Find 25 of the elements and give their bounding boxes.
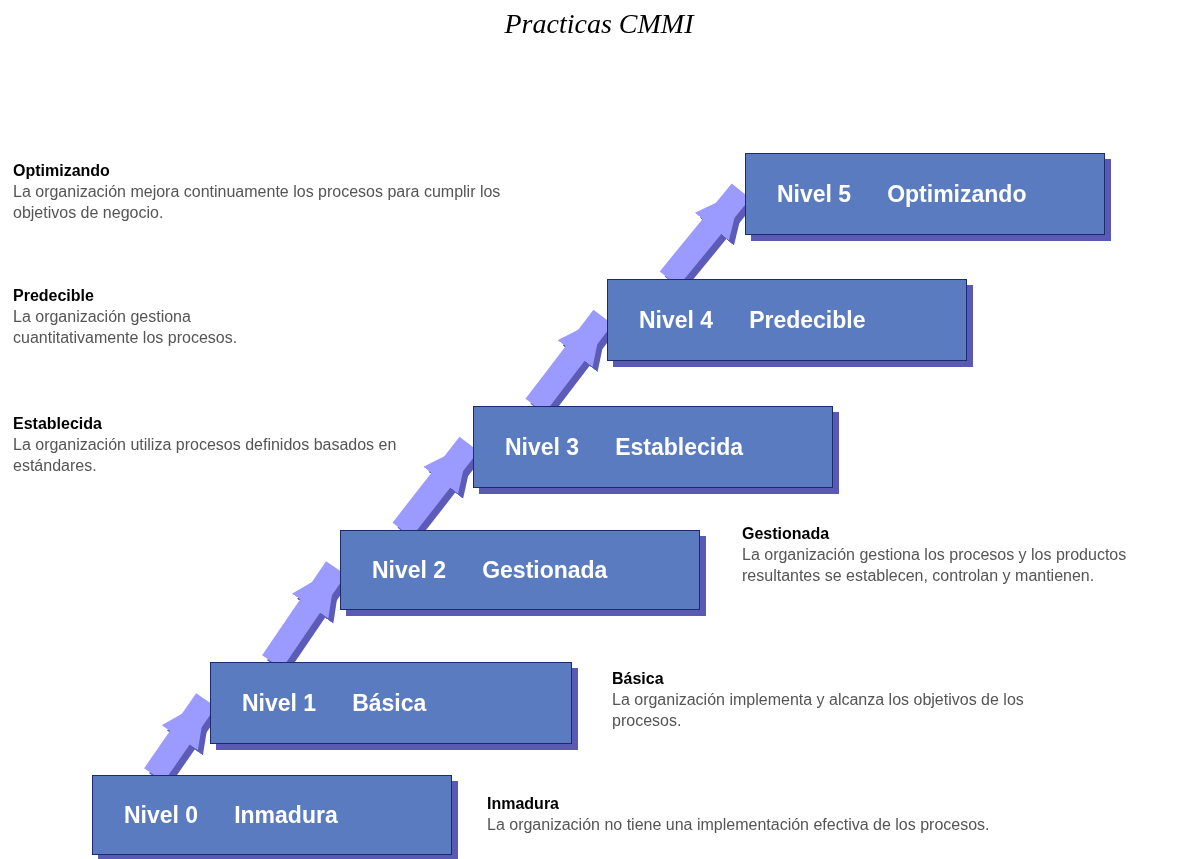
level-heading: Predecible: [13, 286, 95, 306]
level-description: La organización gestiona cuantitativamente los procesos.: [13, 308, 238, 346]
level-description: La organización no tiene una implementación efectiva de los procesos.: [487, 816, 990, 833]
level-heading: Inmadura: [487, 794, 560, 814]
level-number: Nivel 2: [372, 556, 447, 584]
level-name: Optimizando: [887, 180, 1027, 208]
level-name: Predecible: [749, 306, 866, 334]
level-number: Nivel 4: [639, 306, 714, 334]
level-name: Inmadura: [234, 801, 338, 829]
level-description: La organización implementa y alcanza los objetivos de los procesos.: [612, 691, 1024, 729]
level-name: Gestionada: [482, 556, 608, 584]
level-description: La organización utiliza procesos definidos basados en estándares.: [13, 436, 397, 474]
level-heading: Optimizando: [13, 161, 111, 181]
level-heading: Gestionada: [742, 524, 831, 544]
level-heading: Establecida: [13, 414, 103, 434]
level-name: Básica: [352, 689, 427, 717]
level-description: La organización mejora continuamente los procesos para cumplir los objetivos de negocio.: [13, 183, 501, 221]
diagram-title: Practicas CMMI: [503, 8, 696, 40]
level-name: Establecida: [615, 433, 743, 461]
level-number: Nivel 1: [242, 689, 317, 717]
level-heading: Básica: [612, 669, 665, 689]
level-number: Nivel 5: [777, 180, 852, 208]
level-number: Nivel 3: [505, 433, 580, 461]
level-number: Nivel 0: [124, 801, 199, 829]
level-description: La organización gestiona los procesos y los productos resultantes se establecen, controlan y mantienen.: [742, 546, 1127, 584]
